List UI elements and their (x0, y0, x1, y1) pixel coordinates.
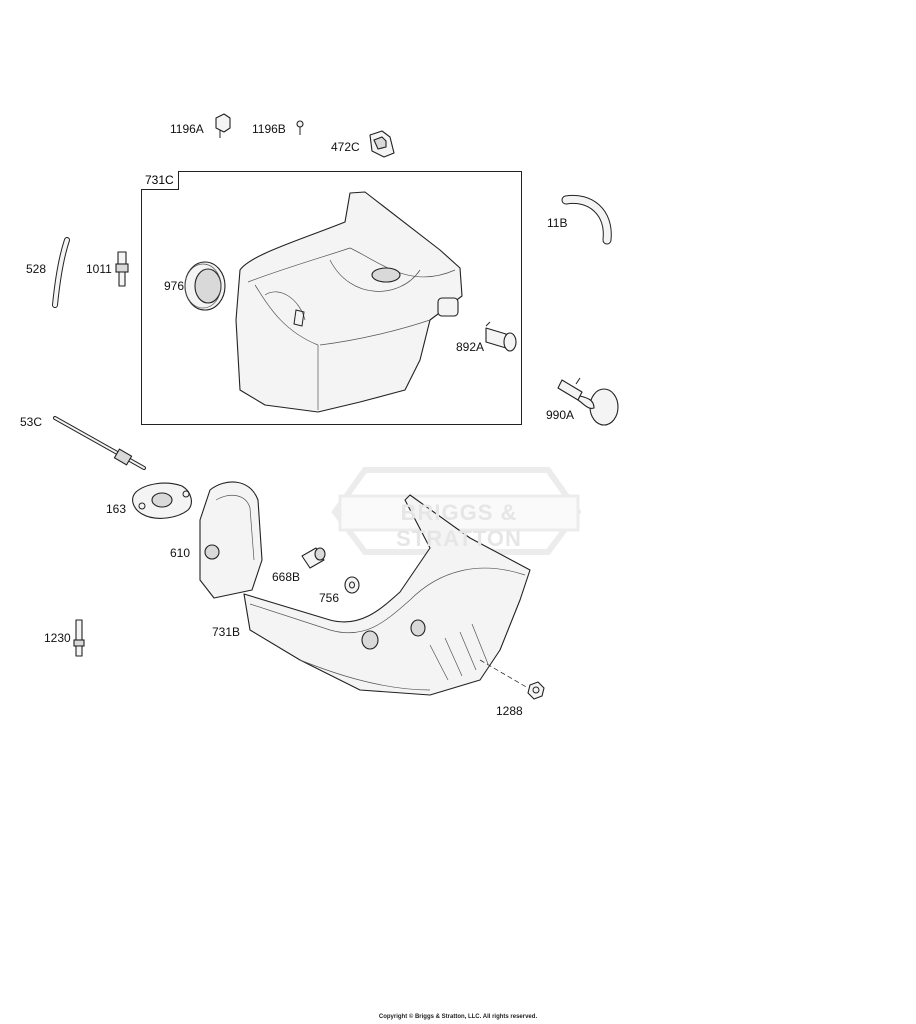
callout-610[interactable]: 610 (170, 546, 191, 560)
part-976-fuel-cap-illustration (184, 261, 226, 311)
callout-163[interactable]: 163 (106, 502, 127, 516)
callout-976[interactable]: 976 (164, 279, 185, 293)
subassembly-box-731c (141, 171, 522, 425)
callout-668b[interactable]: 668B (272, 570, 301, 584)
part-1196b-illustration (296, 120, 304, 135)
copyright-notice: Copyright © Briggs & Stratton, LLC. All … (378, 1014, 538, 1020)
callout-1230[interactable]: 1230 (44, 631, 71, 645)
part-756-washer-illustration (344, 576, 360, 594)
part-990a-primer-illustration (557, 377, 619, 426)
part-892a-valve-illustration (485, 321, 517, 352)
callout-11b[interactable]: 11B (547, 216, 568, 230)
part-1011-fitting-illustration (115, 251, 129, 287)
part-163-gasket-illustration (132, 482, 192, 519)
watermark-text: BRIGGS & STRATTON (396, 500, 522, 551)
callout-990a[interactable]: 990A (546, 408, 575, 422)
callout-472c[interactable]: 472C (331, 140, 360, 154)
part-731b-muffler-illustration (243, 494, 531, 696)
part-472c-illustration (369, 130, 395, 158)
part-668b-spacer-illustration (301, 547, 326, 569)
part-1196a-illustration (215, 113, 231, 138)
part-1288-nut-illustration (479, 659, 545, 700)
callout-53c[interactable]: 53C (20, 415, 43, 429)
callout-1196a[interactable]: 1196A (170, 122, 204, 136)
callout-528[interactable]: 528 (26, 262, 47, 276)
callout-731c[interactable]: 731C (141, 171, 179, 190)
callout-1288[interactable]: 1288 (496, 704, 523, 718)
callout-1196b[interactable]: 1196B (252, 122, 286, 136)
part-53c-stud-illustration (53, 416, 146, 470)
part-731c-fuel-tank-illustration (235, 191, 463, 413)
part-528-fuel-line-illustration (52, 237, 70, 308)
part-11b-fuel-hose-illustration (561, 194, 612, 245)
callout-1011[interactable]: 1011 (86, 262, 112, 276)
callout-756[interactable]: 756 (319, 591, 340, 605)
part-610-shield-illustration (199, 481, 263, 599)
part-1230-stud-illustration (73, 619, 85, 657)
callout-892a[interactable]: 892A (456, 340, 485, 354)
callout-731b[interactable]: 731B (212, 625, 241, 639)
